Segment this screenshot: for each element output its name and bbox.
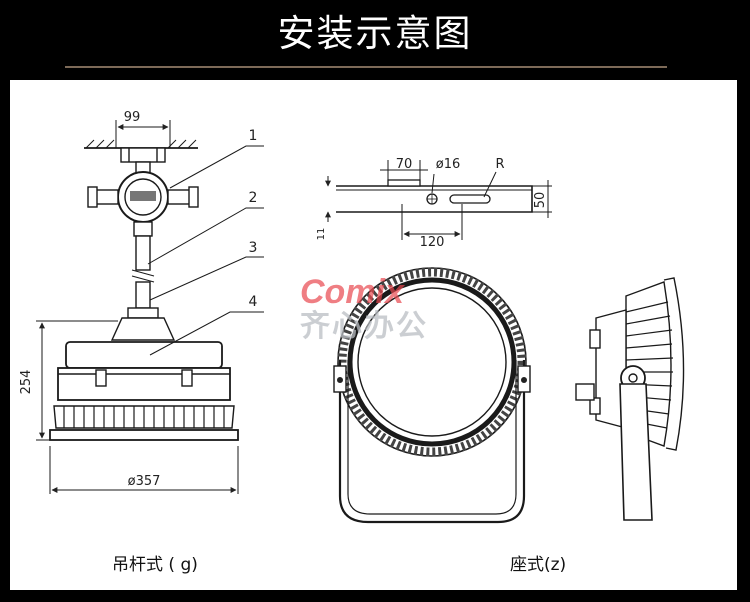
dim-lamp-height: 254 (19, 370, 34, 395)
dim-bracket-thickness: 11 (316, 228, 327, 241)
watermark-chinese: 齐心办公 (300, 309, 428, 344)
callout-2: 2 (249, 190, 258, 206)
dim-bracket-120: 120 (420, 235, 445, 250)
callout-1: 1 (249, 128, 258, 144)
watermark-latin: Comix (300, 273, 406, 311)
dim-bracket-70: 70 (396, 157, 413, 172)
pendant-lamp-drawing (36, 120, 264, 494)
seat-lamp-side-drawing (575, 277, 685, 521)
bracket-plate-drawing (325, 160, 552, 240)
dim-bracket-hole: ø16 (436, 157, 461, 172)
seat-lamp-front-drawing (333, 267, 531, 524)
dim-top-width: 99 (124, 110, 141, 125)
seat-caption: 座式(z) (510, 555, 567, 575)
dim-lamp-diameter: ø357 (128, 474, 161, 489)
callout-3: 3 (249, 240, 258, 256)
dim-bracket-50: 50 (533, 192, 548, 209)
header-divider (65, 66, 667, 68)
dim-bracket-radius: R (495, 157, 504, 172)
page-title: 安装示意图 (277, 12, 473, 55)
pendant-caption: 吊杆式 ( g) (112, 555, 198, 575)
callout-4: 4 (249, 294, 258, 310)
